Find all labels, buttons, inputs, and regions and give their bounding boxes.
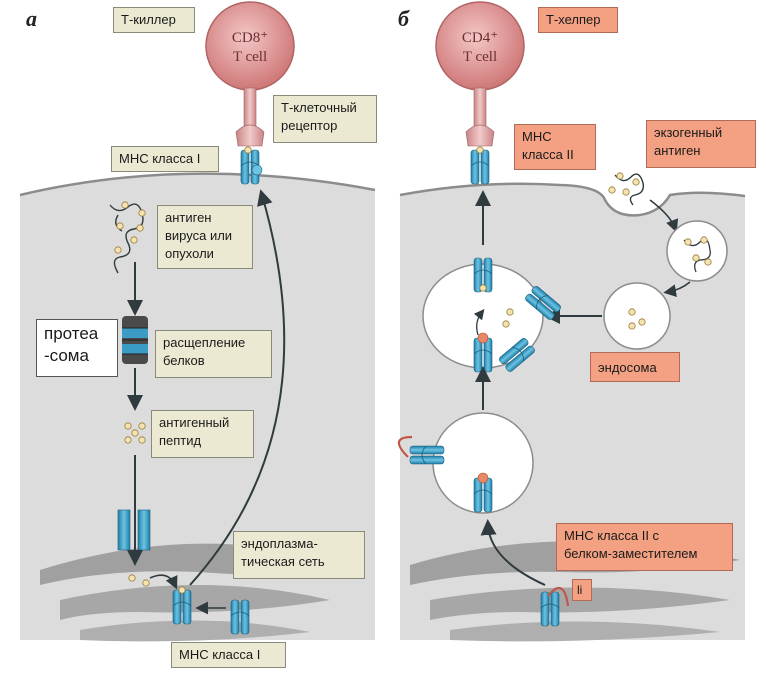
label-mhc-class-i-bottom: МНС класса I (171, 642, 286, 668)
cd4-t-cell (435, 1, 525, 91)
endosome (603, 282, 671, 350)
arrow-endocytosis (649, 199, 679, 233)
antigen-vesicle (666, 220, 728, 282)
cd8-label-line1: CD8⁺ (232, 30, 268, 46)
label-t-killer: Т-киллер (113, 7, 195, 33)
t-cell-receptor-b (465, 87, 495, 147)
label-viral-antigen: антиген вируса или опухоли (157, 205, 253, 269)
mhc-ii-invariant-chain-er (540, 586, 570, 627)
label-mhc-class-i-top: МНС класса I (111, 146, 219, 172)
mhc-class-ii-surface (470, 146, 490, 185)
cd8-t-cell (205, 1, 295, 91)
arrow-peptide-to-mhc (149, 574, 178, 590)
arrow-er-to-vesicle (480, 519, 546, 586)
label-antigenic-peptide: антигенный пептид (151, 410, 254, 458)
label-protein-cleavage: расщепление белков (155, 330, 272, 378)
label-endosome: эндосома (590, 352, 680, 382)
cell-body-a (20, 173, 375, 640)
proteasome-icon (122, 316, 148, 364)
label-exogenous-antigen: экзогенный антиген (646, 120, 756, 168)
mhc-class-i-surface (240, 146, 263, 185)
label-li: li (572, 579, 592, 601)
panel-a (19, 1, 376, 642)
panel-letter-b: б (398, 6, 409, 31)
label-mhc-class-ii: МНС класса II (514, 124, 596, 170)
label-t-helper: Т-хелпер (538, 7, 618, 33)
viral-antigen-icon (109, 203, 144, 274)
exogenous-antigen-icon (608, 172, 645, 206)
panel-letter-a: а (26, 6, 37, 31)
label-proteasome: протеа -сома (36, 319, 118, 377)
mhc-ii-invariant-chain-left (397, 435, 445, 465)
cell-membrane-b (399, 182, 746, 217)
cd4-label-line2: T cell (463, 49, 497, 65)
label-er: эндоплазма- тическая сеть (233, 531, 365, 579)
cell-membrane-a (19, 172, 376, 197)
cd4-label-line1: CD4⁺ (462, 30, 498, 46)
label-mhc-ii-with-invariant: МНС класса II с белком-заместителем (556, 523, 733, 571)
arrow-vesicle-to-endosome (663, 281, 691, 297)
arrow-er-to-surface (189, 189, 286, 586)
label-tcr: Т-клеточный рецептор (273, 95, 377, 143)
t-cell-receptor-a (235, 87, 265, 147)
tap-transporter (117, 509, 151, 551)
cd8-label-line2: T cell (233, 49, 267, 65)
mhc-ii-vesicle (432, 412, 534, 514)
